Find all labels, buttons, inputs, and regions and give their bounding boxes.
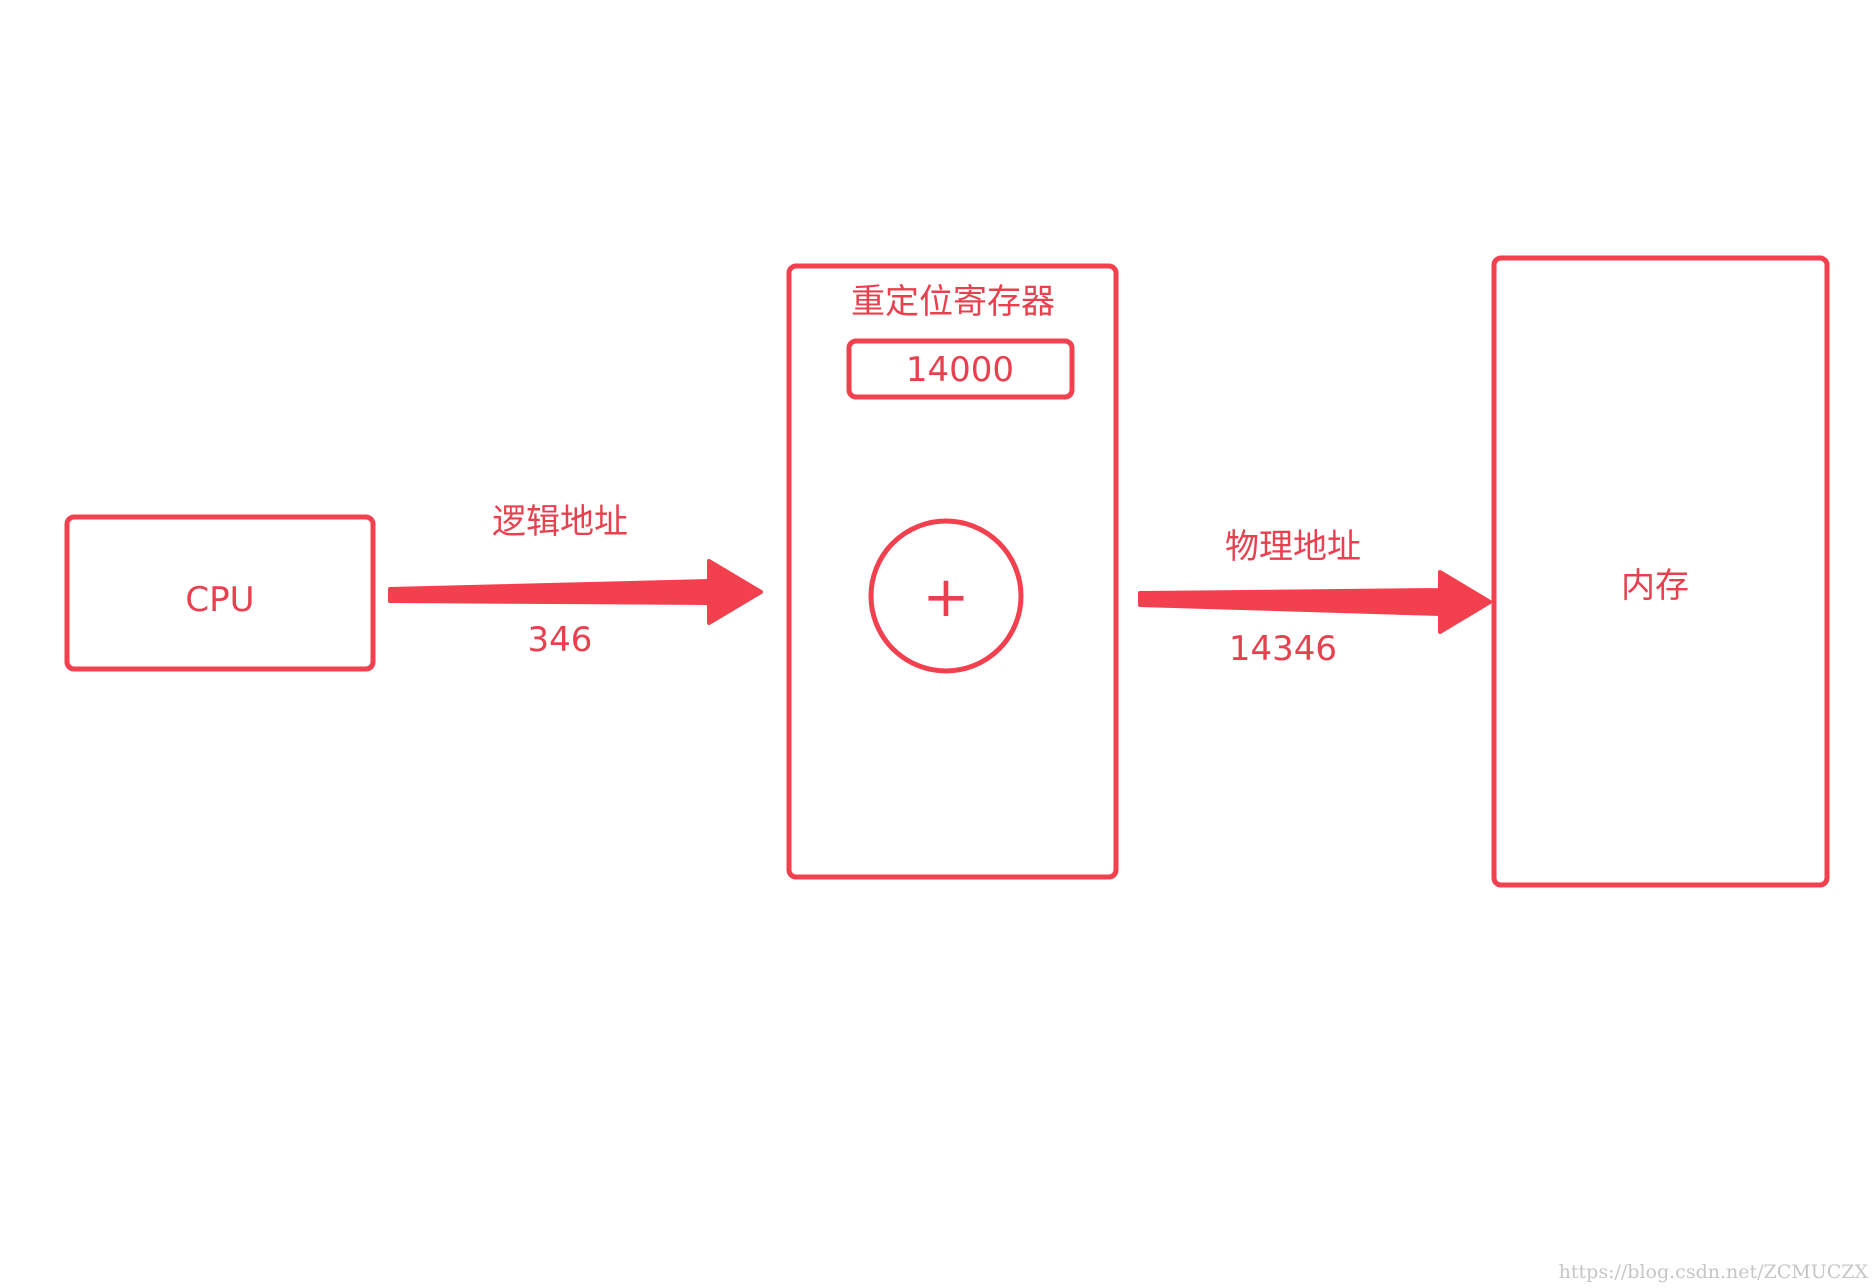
memory-box	[1491, 255, 1830, 888]
relocation-register-box	[786, 263, 1119, 880]
relocation-register-title: 重定位寄存器	[851, 282, 1055, 322]
register-value: 14000	[906, 350, 1014, 390]
physical-address-value: 14346	[1229, 629, 1337, 669]
physical-address-label: 物理地址	[1225, 527, 1361, 567]
adder-circle	[868, 518, 1024, 674]
logical-address-arrow	[388, 559, 763, 625]
logical-address-value: 346	[528, 620, 593, 660]
register-value-box	[846, 338, 1075, 400]
physical-address-arrow	[1138, 570, 1492, 634]
cpu-label: CPU	[185, 580, 254, 620]
watermark: https://blog.csdn.net/ZCMUCZX	[1559, 1261, 1869, 1283]
logical-address-label: 逻辑地址	[492, 502, 628, 542]
cpu-box	[64, 514, 376, 672]
memory-label: 内存	[1621, 566, 1689, 606]
adder-symbol: +	[923, 565, 970, 630]
